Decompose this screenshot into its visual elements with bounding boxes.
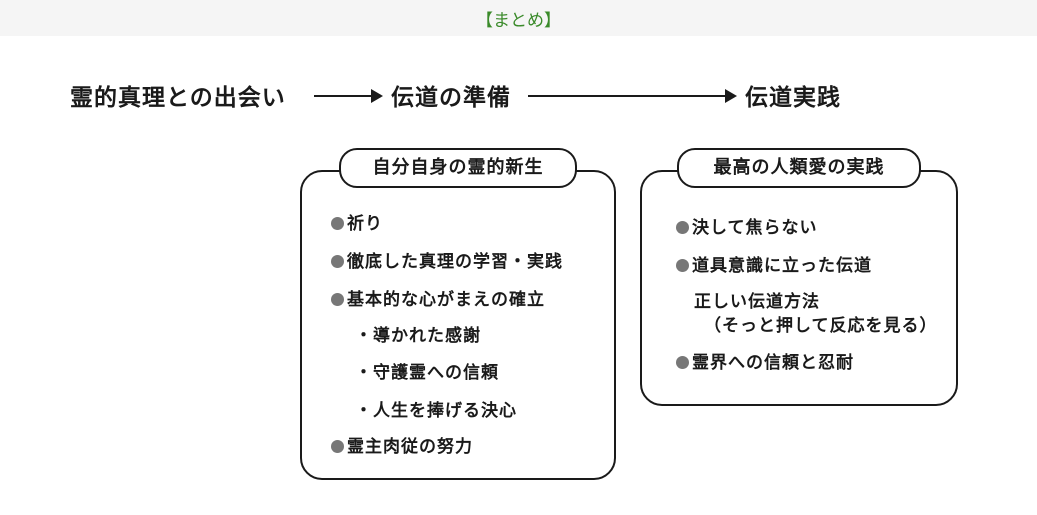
list-item-label: 基本的な心がまえの確立 [347,290,545,310]
page-title: 【まとめ】 [476,11,561,31]
list-item: 徹底した真理の学習・実践 [331,247,563,272]
list-item: 基本的な心がまえの確立 [331,285,545,310]
list-item: 決して焦らない [676,213,818,238]
love-practice-box-title: 最高の人類愛の実践 [677,148,921,188]
header-bar: 【まとめ】 [0,0,1037,36]
bullet-icon [331,255,344,268]
bullet-icon [331,440,344,453]
list-item-text: 正しい伝道方法 [694,292,820,312]
list-item-text: （そっと押して反応を見る） [704,316,938,336]
sub-list-item: ・導かれた感謝 [355,326,481,346]
sub-list-item: ・守護霊への信頼 [355,363,499,383]
list-item-label: 道具意識に立った伝道 [692,256,872,276]
rebirth-box-title: 自分自身の霊的新生 [339,148,577,188]
flow-step-encounter: 霊的真理との出会い [70,85,286,111]
list-item: 道具意識に立った伝道 [676,251,872,276]
list-item-label: 徹底した真理の学習・実践 [347,252,563,272]
list-item: 祈り [331,209,383,234]
list-item: 霊界への信頼と忍耐 [676,348,854,373]
flow-arrow-1 [314,89,383,103]
list-item-label: 決して焦らない [692,218,818,238]
list-item-label: 祈り [347,214,383,234]
flow-arrow-2 [528,89,737,103]
bullet-icon [676,356,689,369]
flow-step-preparation: 伝道の準備 [391,85,511,111]
love-practice-box [640,170,958,406]
bullet-icon [331,293,344,306]
bullet-icon [676,259,689,272]
bullet-icon [331,217,344,230]
list-item: 霊主肉従の努力 [331,432,473,457]
list-item-label: 霊主肉従の努力 [347,437,473,457]
flow-step-practice: 伝道実践 [745,85,841,111]
sub-list-item: ・人生を捧げる決心 [355,401,517,421]
list-item-label: 霊界への信頼と忍耐 [692,353,854,373]
rebirth-box [300,170,616,480]
bullet-icon [676,221,689,234]
